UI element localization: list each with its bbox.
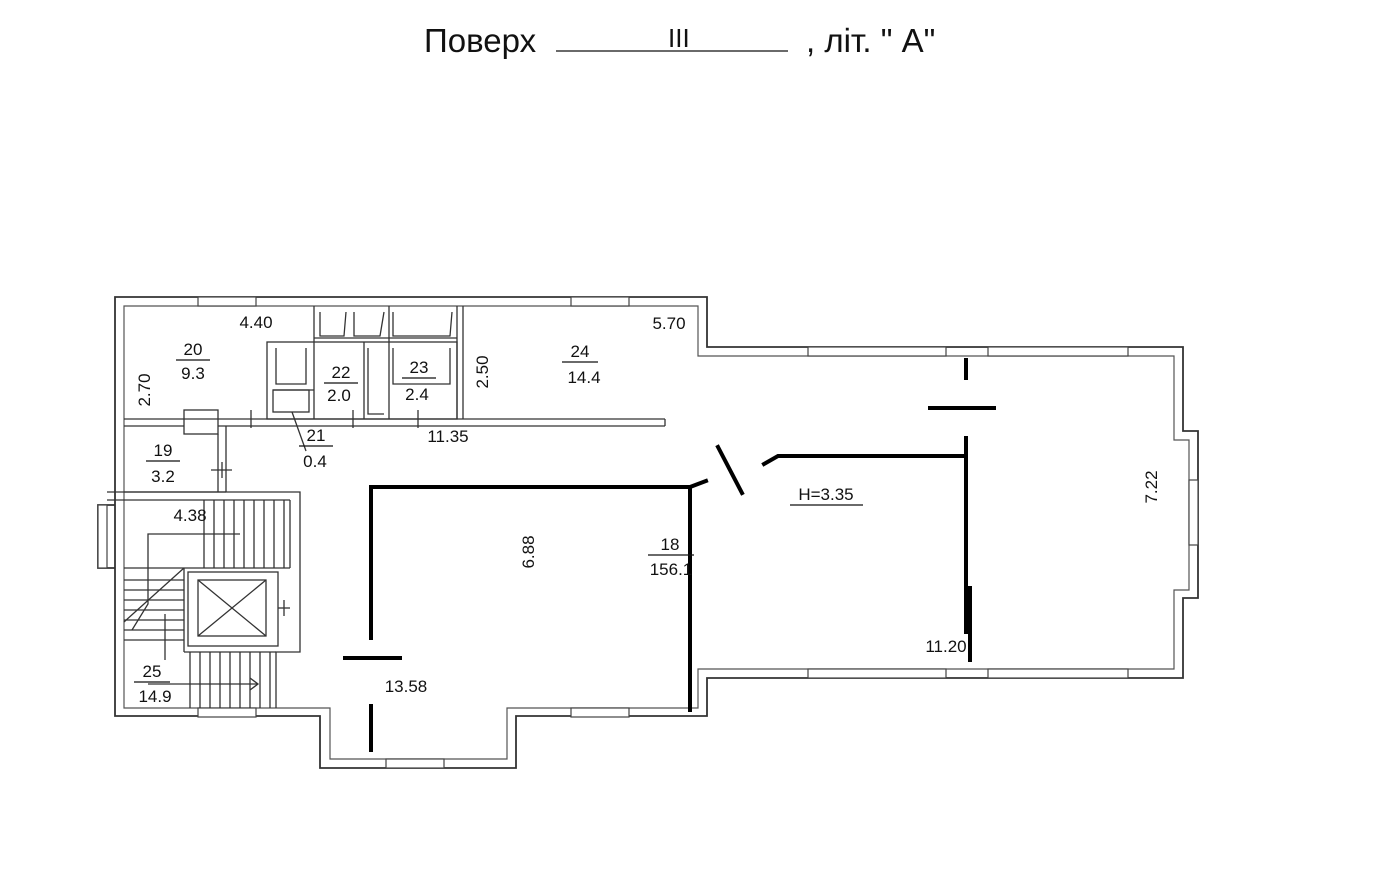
dimension-label: 7.22 <box>1142 470 1161 503</box>
ceiling-height: Н=3.35 <box>798 485 853 504</box>
room-area: 2.4 <box>405 385 429 404</box>
dimension-label: 5.70 <box>652 314 685 333</box>
toilet-fixture <box>353 311 385 337</box>
room-number: 25 <box>143 662 162 681</box>
heavy-wall <box>761 454 968 634</box>
toilet-fixture <box>392 348 451 385</box>
heavy-wall <box>687 478 709 490</box>
toilet-fixture <box>392 311 453 337</box>
heavy-wall <box>369 485 692 712</box>
dimension-label: 11.35 <box>427 427 468 446</box>
room-area: 9.3 <box>181 364 205 383</box>
floor-number: III <box>668 23 690 53</box>
floor-label: Поверх <box>424 22 537 59</box>
room-22-label: 22 2.0 <box>324 363 358 405</box>
room-24-label: 24 14.4 <box>562 342 601 387</box>
window <box>807 346 947 357</box>
dimension-label: 6.88 <box>519 535 538 568</box>
ceiling-height-note: Н=3.35 <box>790 485 863 506</box>
room-area: 2.0 <box>327 386 351 405</box>
window <box>987 346 1129 357</box>
window <box>1188 479 1199 546</box>
window <box>987 668 1129 679</box>
stair-treads-left <box>124 579 184 641</box>
elevator-cabin <box>197 579 267 637</box>
room-number: 19 <box>154 441 173 460</box>
room-25-label: 25 14.9 <box>134 662 172 706</box>
floor-header: Поверх III , літ. " А" <box>424 22 935 59</box>
elevator-shaft <box>187 571 279 647</box>
dimension-label: 4.38 <box>173 506 206 525</box>
stair-direction <box>131 533 240 631</box>
dimension-label: 2.50 <box>473 355 492 388</box>
window <box>807 668 947 679</box>
window <box>570 707 630 718</box>
stair-diagonal <box>123 567 185 623</box>
stair-arrow <box>148 677 260 691</box>
door-swing <box>715 444 745 496</box>
room-area: 156.1 <box>650 560 693 579</box>
shaft <box>183 409 219 435</box>
stair-treads-bottom <box>189 652 271 708</box>
toilet-fixture <box>275 348 307 385</box>
room-23-label: 23 2.4 <box>402 358 436 404</box>
outer-wall <box>97 296 1199 769</box>
heavy-partitions <box>343 358 996 752</box>
room-number: 21 <box>307 426 326 445</box>
windows <box>97 296 1199 769</box>
room-number: 20 <box>184 340 203 359</box>
wc-block <box>266 341 458 420</box>
outer-walls <box>97 296 1199 769</box>
room-area: 14.9 <box>138 687 171 706</box>
room-21-label: 21 0.4 <box>299 426 333 471</box>
dimension-label: 13.58 <box>385 677 428 696</box>
room-labels: 20 9.3 22 2.0 23 2.4 24 14.4 19 3.2 21 0… <box>134 340 694 706</box>
room-18-label: 18 156.1 <box>648 535 694 579</box>
window <box>570 296 630 307</box>
room-21 <box>272 389 310 413</box>
dimension-label: 11.20 <box>925 637 966 656</box>
room-number: 18 <box>661 535 680 554</box>
stair-wall <box>107 491 301 708</box>
elevator-cross <box>197 579 267 637</box>
dimension-label: 4.40 <box>239 313 272 332</box>
room-area: 0.4 <box>303 452 327 471</box>
dimension-label: 2.70 <box>135 373 154 406</box>
window <box>197 707 257 718</box>
window <box>197 296 257 307</box>
letter-label: , літ. " А" <box>806 22 935 59</box>
room-20-label: 20 9.3 <box>176 340 210 383</box>
room-number: 24 <box>571 342 590 361</box>
room-number: 23 <box>410 358 429 377</box>
room-number: 22 <box>332 363 351 382</box>
stair-block <box>107 491 301 708</box>
leader-line <box>291 411 307 452</box>
room-19-label: 19 3.2 <box>146 441 180 486</box>
service-block <box>124 306 666 493</box>
room-area: 3.2 <box>151 467 175 486</box>
toilet-fixture <box>367 348 384 415</box>
window <box>97 504 108 569</box>
window <box>385 758 445 769</box>
room-area: 14.4 <box>567 368 600 387</box>
toilet-fixture <box>319 311 347 337</box>
dimension-labels: 4.40 5.70 2.70 2.50 11.35 4.38 6.88 7.22… <box>135 313 1161 696</box>
